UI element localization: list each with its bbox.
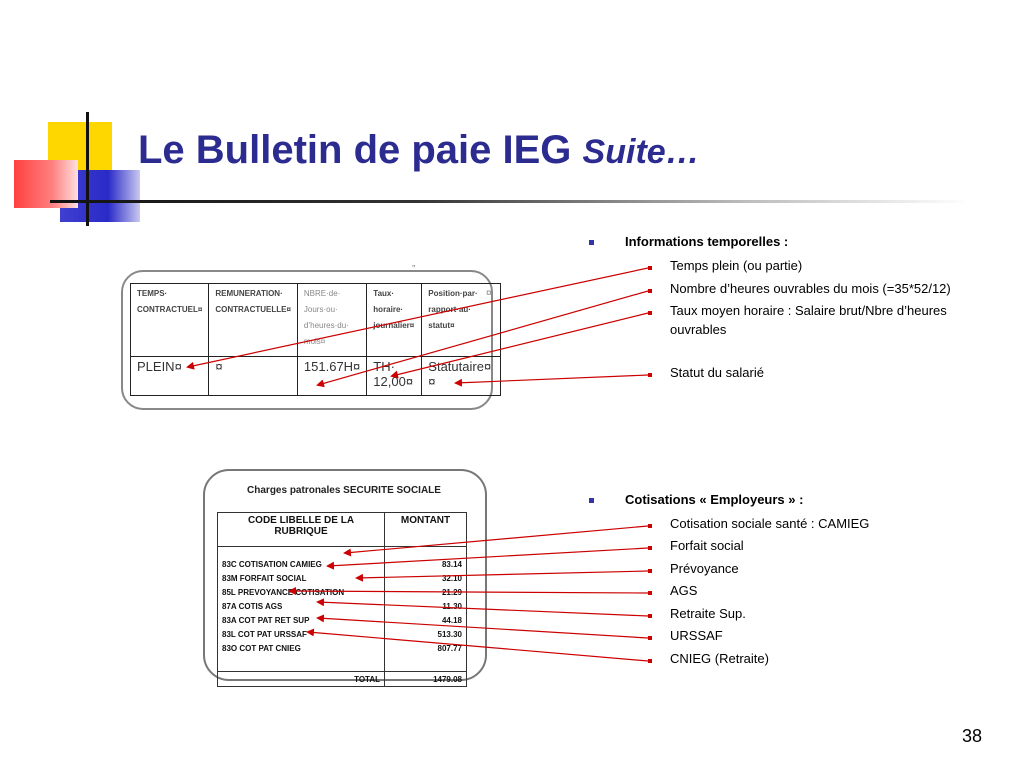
section2-item: AGS [670,583,698,598]
section2-item: Retraite Sup. [670,606,746,621]
section2-heading: Cotisations « Employeurs » : [625,492,804,507]
section1-item: Taux moyen horaire : Salaire brut/Nbre d… [670,303,947,318]
bullet-level2 [648,659,652,663]
slide-title-main: Le Bulletin de paie IEG [138,128,572,172]
row-amount: 807.77 [384,641,467,655]
row-amount: 513.30 [384,627,467,641]
cell-line: Taux· [373,289,395,298]
section2-item: URSSAF [670,628,723,643]
table2-title: Charges patronales SECURITE SOCIALE [247,485,441,496]
cell-line: CONTRACTUEL¤ [137,305,203,314]
slide-title-suffix: Suite… [582,133,700,171]
cell-line: CODE LIBELLE DE LA [247,515,355,526]
table1-header-cell: TEMPS· CONTRACTUEL¤ [129,283,210,357]
page-number: 38 [962,726,983,746]
arrow-heures [316,290,649,388]
total-amount: 1479.08 [384,671,467,687]
section2-item: Cotisation sociale santé : CAMIEG [670,516,870,531]
arrow-urssaf [316,614,649,639]
cell-line: rapport·au· [428,305,471,314]
section1-item: Nombre d’heures ouvrables du mois (=35*5… [670,281,951,296]
table2-spacer-row [217,546,467,557]
logo-vertical-line [86,112,89,226]
bullet-level2 [648,373,652,377]
table1-mark-top: „ [412,258,416,269]
bullet-level2 [648,636,652,640]
table1-value-cell: 151.67H¤ [296,356,368,396]
cell-line: RUBRIQUE [274,526,328,537]
arrow-temps-plein [186,267,649,370]
row-amount: 83.14 [384,557,467,571]
row-amount: 32.10 [384,571,467,585]
arrow-statut [454,374,649,387]
table1: TEMPS· CONTRACTUEL¤ REMUNERATION· CONTRA… [129,283,502,396]
spacer-cell [384,546,467,557]
cell-line: PLEIN¤ [137,359,182,374]
arrow-forfait [326,547,649,570]
cell-line: mois¤ [303,337,326,346]
bullet-level2 [648,524,652,528]
table2-header-row: CODE LIBELLE DE LA RUBRIQUE MONTANT [217,512,467,547]
arrow-cnieg [306,628,649,662]
arrow-retraite-sup [316,598,649,617]
table1-value-cell: PLEIN¤ [129,356,210,396]
total-label: TOTAL [217,671,385,687]
section1-item-continued: ouvrables [670,322,727,337]
table2: CODE LIBELLE DE LA RUBRIQUE MONTANT 83C … [217,512,467,687]
section1-heading: Informations temporelles : [625,234,789,249]
cell-line: Position·par· [428,289,478,298]
bullet-level2 [648,569,652,573]
bullet-level2 [648,546,652,550]
cell-line: ¤ [215,359,223,374]
bullet-level2 [648,614,652,618]
bullet-level2 [648,591,652,595]
bullet-level1 [589,240,594,245]
cell-line: CONTRACTUELLE¤ [215,305,291,314]
cell-line: journalier¤ [373,321,415,330]
table1-header-row: TEMPS· CONTRACTUEL¤ REMUNERATION· CONTRA… [129,283,502,357]
table1-value-row: PLEIN¤ ¤ 151.67H¤ TH· 12,00¤ Statutaire¤… [129,356,502,396]
cell-line: Jours·ou· [303,305,338,314]
arrow-taux [390,312,649,379]
cell-line: 12,00¤ [373,374,414,389]
section2-item: Prévoyance [670,561,739,576]
slide-title: Le Bulletin de paie IEG Suite… [138,128,700,173]
cell-line: d’heures·du· [303,321,349,330]
cell-line: statut¤ [428,321,455,330]
table1-header-cell: Taux· horaire· journalier¤ [366,283,423,357]
section2-item: Forfait social [670,538,744,553]
bullet-level2 [648,311,652,315]
section1-item: Temps plein (ou partie) [670,258,803,273]
cell-line: horaire· [373,305,404,314]
table2-header-code: CODE LIBELLE DE LA RUBRIQUE [217,512,385,547]
table1-value-cell: ¤ [208,356,298,396]
cell-line: TEMPS· [137,289,168,298]
cell-line: REMUNERATION· [215,289,283,298]
bullet-level2 [648,289,652,293]
arrow-ags [288,587,649,596]
arrow-camieg [343,525,649,557]
table2-total-row: TOTAL 1479.08 [217,671,467,687]
bullet-level1 [589,498,594,503]
section2-item: CNIEG (Retraite) [670,651,769,666]
section1-item: Statut du salarié [670,365,764,380]
title-underline [50,200,970,203]
arrow-prevoyance [355,570,649,582]
table1-value-cell: Statutaire¤¤ [421,356,502,396]
cell-line: NBRE·de· [303,289,341,298]
table1-header-cell: NBRE·de· Jours·ou· d’heures·du· mois¤ [296,283,368,357]
cell-line: 151.67H¤ [303,359,361,374]
bullet-level2 [648,266,652,270]
